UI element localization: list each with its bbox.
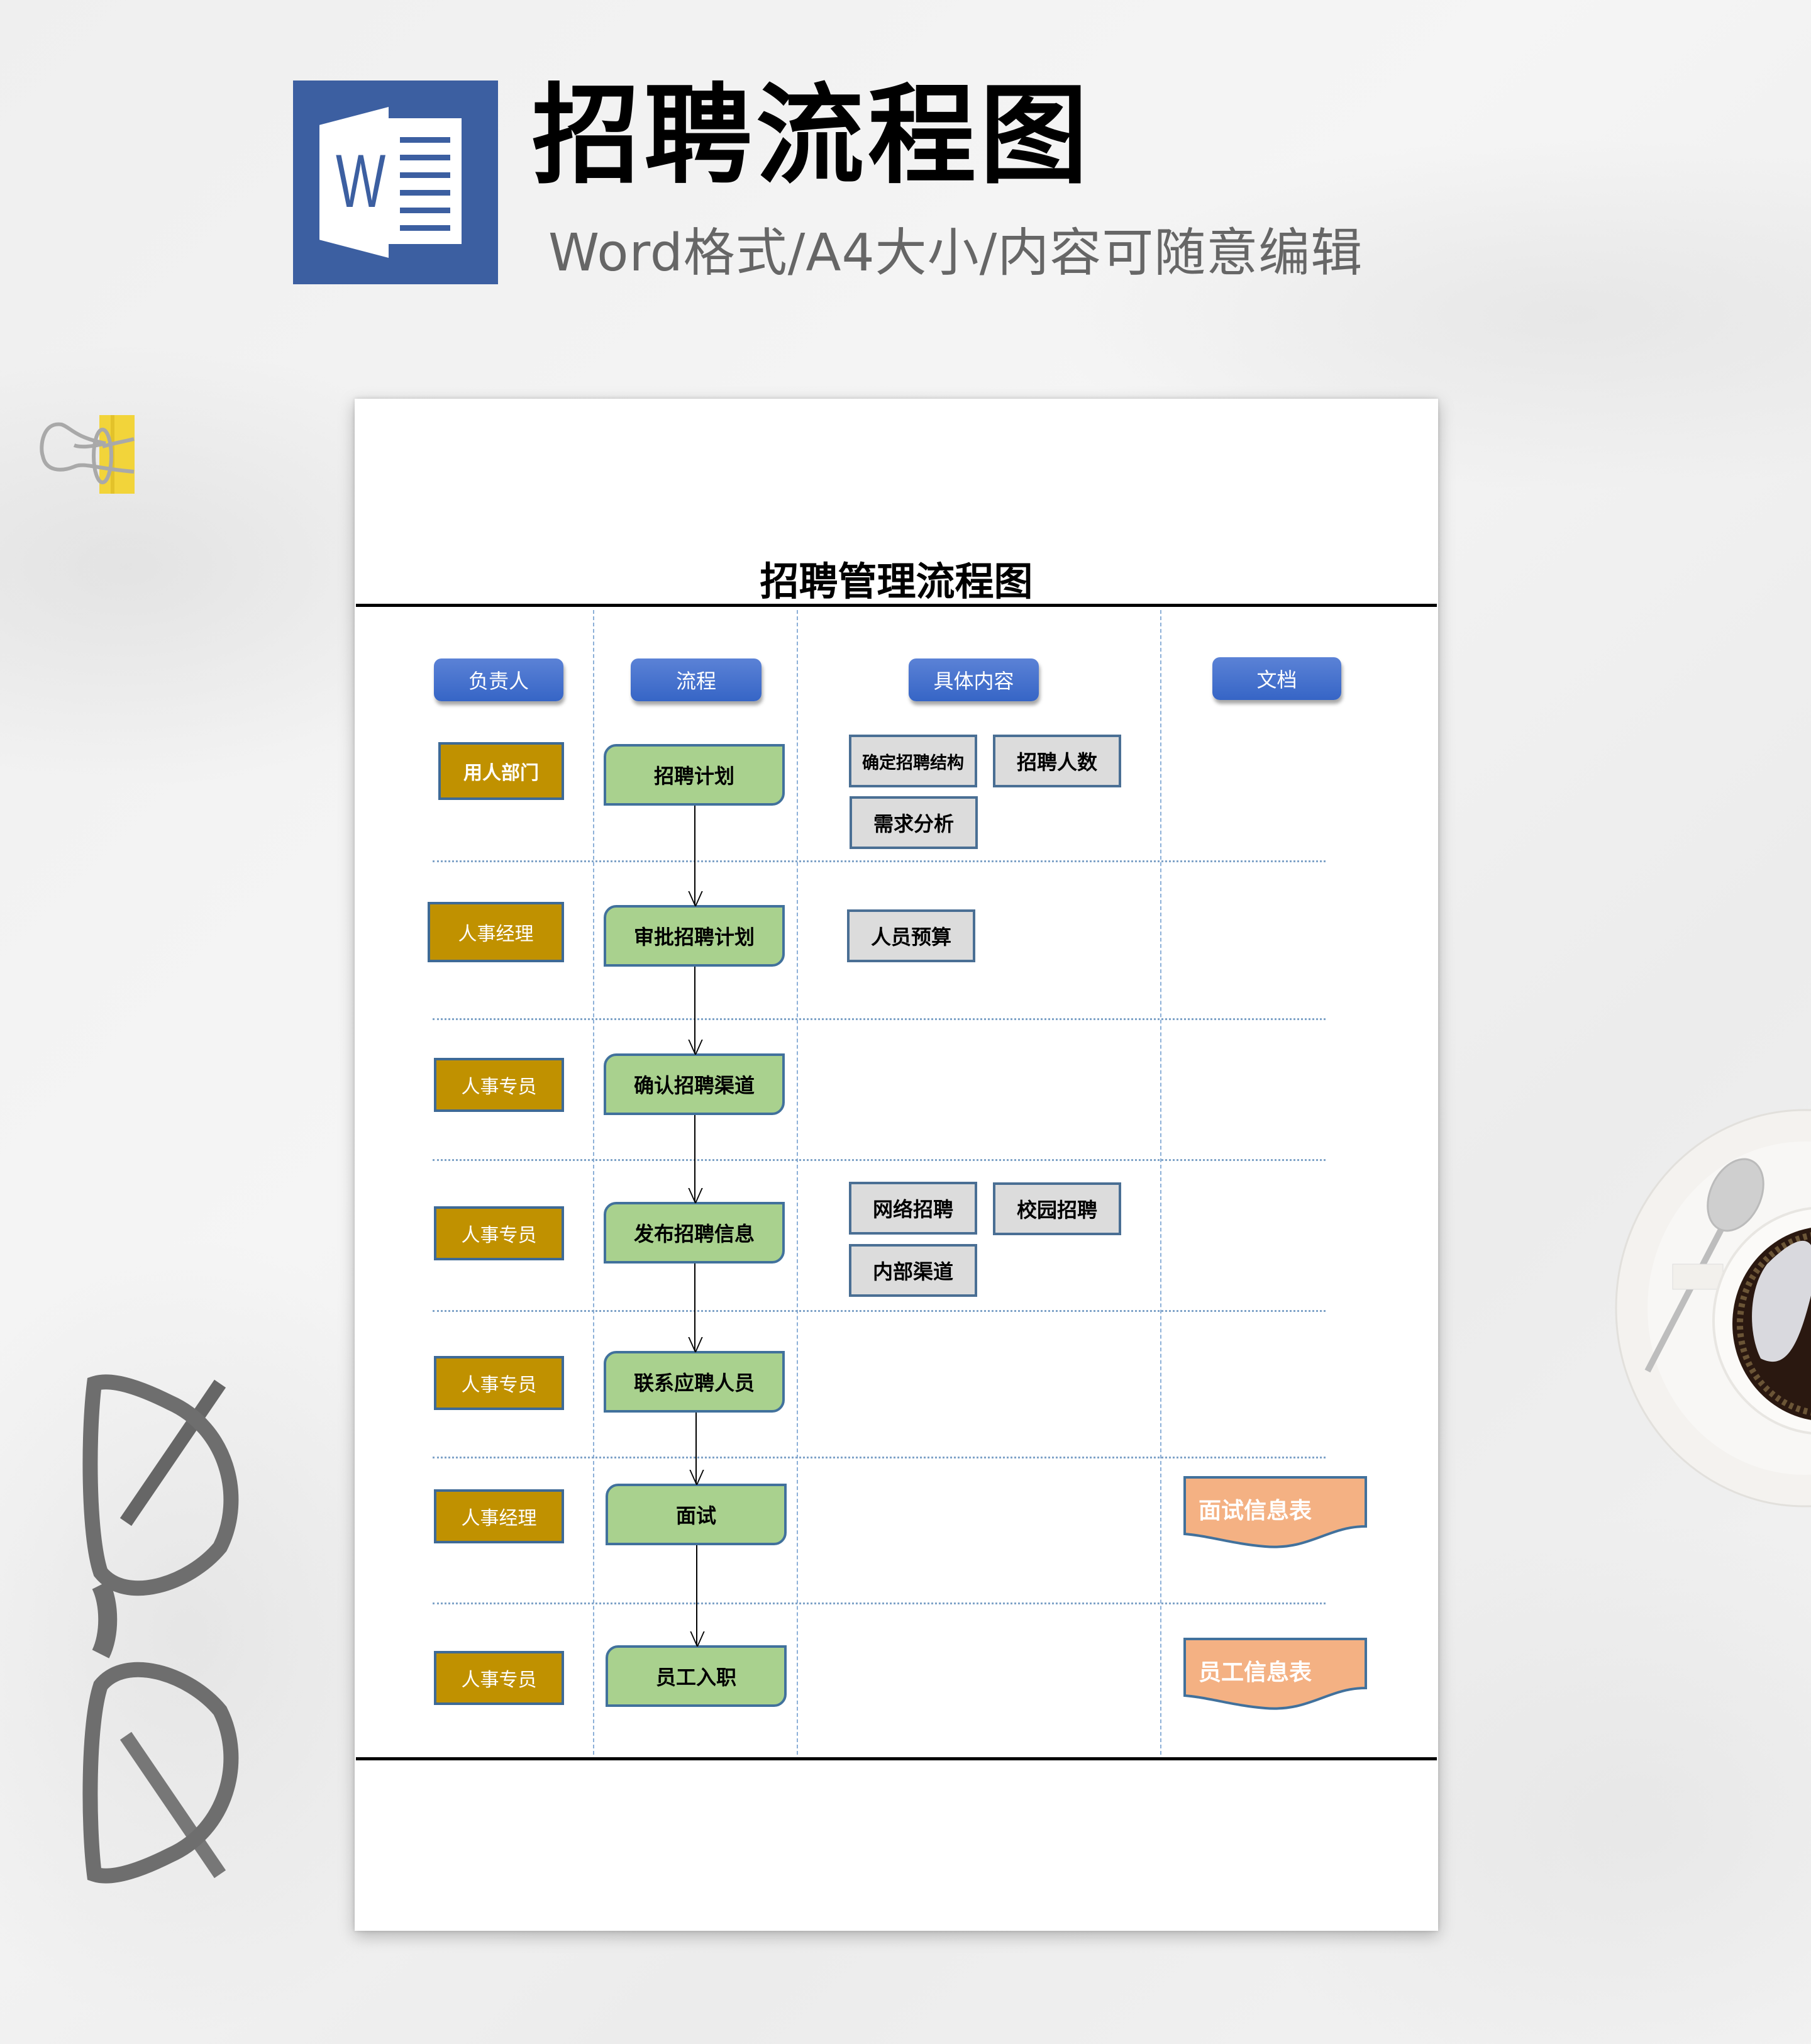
owner-box: 人事经理	[428, 902, 564, 962]
flow-arrow	[695, 1413, 697, 1484]
document-form-label: 员工信息表	[1199, 1660, 1312, 1686]
flow-arrow	[696, 1545, 697, 1645]
process-step: 面试	[606, 1484, 787, 1545]
owner-box: 人事专员	[434, 1356, 564, 1410]
document-form: 员工信息表	[1183, 1638, 1367, 1713]
owner-box: 人事专员	[434, 1651, 564, 1705]
process-step: 员工入职	[606, 1645, 787, 1707]
detail-box: 确定招聘结构	[849, 735, 977, 787]
detail-box: 校园招聘	[993, 1182, 1121, 1235]
row-divider	[433, 1602, 1326, 1604]
word-document-icon: W	[293, 81, 498, 284]
coffee-cup-icon	[1615, 1109, 1811, 1508]
row-divider	[433, 1310, 1326, 1312]
document-form-label: 面试信息表	[1199, 1498, 1312, 1524]
flow-arrow	[694, 1264, 695, 1351]
eyeglasses-icon	[82, 1374, 239, 1884]
owner-box: 人事专员	[434, 1058, 564, 1112]
column-divider	[1160, 610, 1161, 1755]
column-header-process: 流程	[631, 658, 762, 701]
word-icon-letter: W	[336, 139, 386, 223]
column-divider	[593, 610, 594, 1755]
detail-box: 网络招聘	[849, 1182, 977, 1235]
document-shape-icon	[1183, 1476, 1367, 1548]
detail-box: 招聘人数	[993, 735, 1121, 787]
document-form: 面试信息表	[1183, 1476, 1367, 1552]
detail-box: 内部渠道	[849, 1244, 977, 1297]
process-step: 确认招聘渠道	[604, 1053, 785, 1115]
owner-box: 人事经理	[434, 1489, 564, 1543]
row-divider	[433, 1457, 1326, 1458]
binder-clip-icon	[40, 415, 135, 494]
owner-box: 人事专员	[434, 1206, 564, 1260]
row-divider	[433, 1018, 1326, 1020]
document-title: 招聘管理流程图	[760, 558, 1033, 604]
top-rule	[356, 604, 1437, 607]
process-step: 发布招聘信息	[604, 1202, 785, 1264]
row-divider	[433, 1159, 1326, 1161]
detail-box: 需求分析	[850, 796, 978, 849]
process-step: 招聘计划	[604, 744, 785, 806]
page-subtitle: Word格式/A4大小/内容可随意编辑	[548, 223, 1363, 283]
row-divider	[433, 860, 1326, 862]
detail-box: 人员预算	[847, 909, 975, 962]
column-header-details: 具体内容	[909, 658, 1039, 701]
column-header-documents: 文档	[1212, 657, 1341, 700]
page-title: 招聘流程图	[532, 72, 1092, 199]
flow-arrow	[694, 1115, 695, 1202]
flow-arrow	[694, 967, 695, 1053]
flow-arrow	[694, 806, 695, 905]
process-step: 审批招聘计划	[604, 905, 785, 967]
document-page: 招聘管理流程图 负责人 流程 具体内容 文档 用人部门 人事经理 人事专员 人事…	[355, 399, 1438, 1931]
column-divider	[797, 610, 798, 1755]
process-step: 联系应聘人员	[604, 1351, 785, 1413]
document-shape-icon	[1183, 1638, 1367, 1710]
column-header-owner: 负责人	[434, 658, 563, 701]
word-icon-page	[319, 107, 389, 258]
bottom-rule	[356, 1757, 1437, 1760]
owner-box: 用人部门	[438, 742, 564, 800]
word-icon-lines	[387, 118, 462, 244]
